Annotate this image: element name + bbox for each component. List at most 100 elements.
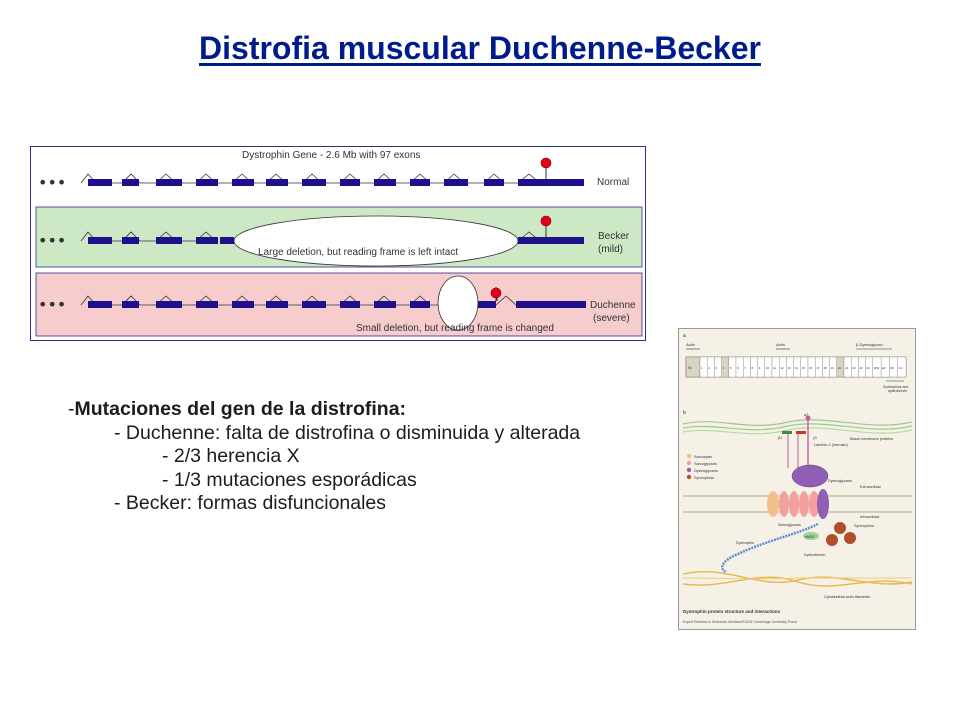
repeat-label: 5 <box>730 366 732 370</box>
repeat-label: 8 <box>751 366 753 370</box>
svg-text:b: b <box>683 410 686 416</box>
normal-label: Normal <box>597 177 629 188</box>
exon <box>156 179 182 186</box>
repeat-label: 12 <box>780 366 784 370</box>
svg-text:Sarcospan: Sarcospan <box>694 455 712 459</box>
svg-text:Syntrophins: Syntrophins <box>854 524 874 528</box>
svg-text:Syntrophins and: Syntrophins and <box>883 385 908 389</box>
repeat-label: 23 <box>859 366 863 370</box>
svg-text:Sarcoglycans: Sarcoglycans <box>694 462 717 466</box>
bullet-main-text: Mutaciones del gen de la distrofina: <box>74 398 407 420</box>
svg-text:β-Dystroglycan: β-Dystroglycan <box>856 342 883 347</box>
duchenne-note: Small deletion, but reading frame is cha… <box>356 323 554 334</box>
domain-cell <box>897 356 907 378</box>
domain-label: ZZ <box>890 366 894 370</box>
domain-label: WW <box>874 366 880 370</box>
svg-text:Actin: Actin <box>776 342 785 347</box>
protein-credit: Expert Reviews in Molecular Medicine©200… <box>683 620 797 624</box>
svg-text:γ1: γ1 <box>813 436 817 440</box>
duchenne-sublabel: (severe) <box>593 313 630 324</box>
svg-text:Dystrobrevin: Dystrobrevin <box>804 553 825 557</box>
exon <box>196 179 218 186</box>
repeat-label: 11 <box>773 366 776 370</box>
svg-text:α2: α2 <box>804 413 808 417</box>
svg-text:•••: ••• <box>38 295 66 314</box>
duchenne-label: Duchenne <box>590 300 636 311</box>
repeat-label: 24 <box>867 366 871 370</box>
exon <box>266 179 288 186</box>
svg-text:Intracellular: Intracellular <box>860 515 880 519</box>
exon <box>302 179 326 186</box>
protein-legend: Sarcospan Sarcoglycans Dystroglycans Syn… <box>686 453 718 480</box>
page-title: Distrofia muscular Duchenne-Becker <box>199 30 761 66</box>
bullet-duchenne: - Duchenne: falta de distrofina o dismin… <box>114 421 581 444</box>
repeat-label: 22 <box>852 366 856 370</box>
normal-row: ••• Normal <box>38 157 629 192</box>
repeat-label: 3 <box>715 366 717 370</box>
repeat-label: 18 <box>823 366 827 370</box>
repeat-label: 14 <box>795 366 799 370</box>
repeat-label: 13 <box>787 366 791 370</box>
exon <box>88 179 112 186</box>
svg-text:β1: β1 <box>778 436 782 440</box>
becker-label: Becker <box>598 231 630 242</box>
repeat-label: 21 <box>845 366 849 370</box>
svg-text:dystrobrevin: dystrobrevin <box>888 389 907 393</box>
gene-header: Dystrophin Gene - 2.6 Mb with 97 exons <box>242 150 420 161</box>
repeat-label: 6 <box>737 366 739 370</box>
svg-text:nNOS: nNOS <box>805 535 815 539</box>
ellipsis: ••• <box>38 173 66 192</box>
bullet-becker: - Becker: formas disfuncionales <box>114 492 387 514</box>
duchenne-row: ••• Small deletion, but reading frame is… <box>35 272 643 337</box>
stop-marker <box>490 287 502 299</box>
repeat-label: 10 <box>766 366 770 370</box>
bullet-herencia: - 2/3 herencia X <box>162 445 300 467</box>
dystrophin-gene-figure: Dystrophin Gene - 2.6 Mb with 97 exons •… <box>30 146 646 341</box>
svg-text:Cytoskeletal actin filaments: Cytoskeletal actin filaments <box>824 595 870 599</box>
svg-text:Laminin-2 (merosin): Laminin-2 (merosin) <box>814 443 848 447</box>
svg-text:Dystrophin: Dystrophin <box>736 541 754 545</box>
large-deletion <box>233 215 519 267</box>
bullet-esporadicas: - 1/3 mutaciones esporádicas <box>162 468 417 491</box>
stop-marker <box>540 157 552 169</box>
exon <box>410 179 430 186</box>
exon <box>340 179 360 186</box>
exon <box>374 179 396 186</box>
repeat-label: 15 <box>802 366 806 370</box>
small-deletion <box>437 275 479 331</box>
repeat-label: 7 <box>744 366 746 370</box>
repeat-label: 9 <box>759 366 761 370</box>
domain-label: EF <box>882 366 886 370</box>
svg-text:NI: NI <box>688 366 692 370</box>
svg-text:Sarcoglycans: Sarcoglycans <box>778 523 801 527</box>
becker-note: Large deletion, but reading frame is lef… <box>258 247 458 258</box>
svg-text:•••: ••• <box>38 231 66 250</box>
svg-text:Dystroglycans: Dystroglycans <box>828 479 852 483</box>
svg-text:Extracellular: Extracellular <box>860 485 882 489</box>
domain-label: CC <box>899 366 904 370</box>
repeat-label: 16 <box>809 366 813 370</box>
repeat-label: 1 <box>701 366 703 370</box>
svg-text:Syntrophins: Syntrophins <box>694 476 714 480</box>
stop-marker <box>540 215 552 227</box>
exon <box>122 179 139 186</box>
repeat-label: 19 <box>831 366 835 370</box>
exon <box>232 179 254 186</box>
svg-text:Basal membrane proteins: Basal membrane proteins <box>850 437 893 441</box>
repeat-label: 2 <box>708 366 710 370</box>
exon <box>444 179 468 186</box>
repeat-label: 4 <box>723 366 725 370</box>
svg-text:a: a <box>683 333 686 339</box>
svg-text:Actin: Actin <box>686 342 695 347</box>
becker-row: ••• Large deletion, but reading frame is… <box>35 206 643 268</box>
svg-text:Dystroglycans: Dystroglycans <box>694 469 718 473</box>
repeat-label: 17 <box>816 366 820 370</box>
exon <box>518 179 584 186</box>
repeat-label: 20 <box>838 366 842 370</box>
exon <box>484 179 504 186</box>
protein-caption: Dystrophin protein structure and interac… <box>683 609 781 614</box>
bullet-main: -Mutaciones del gen de la distrofina: <box>68 398 407 420</box>
